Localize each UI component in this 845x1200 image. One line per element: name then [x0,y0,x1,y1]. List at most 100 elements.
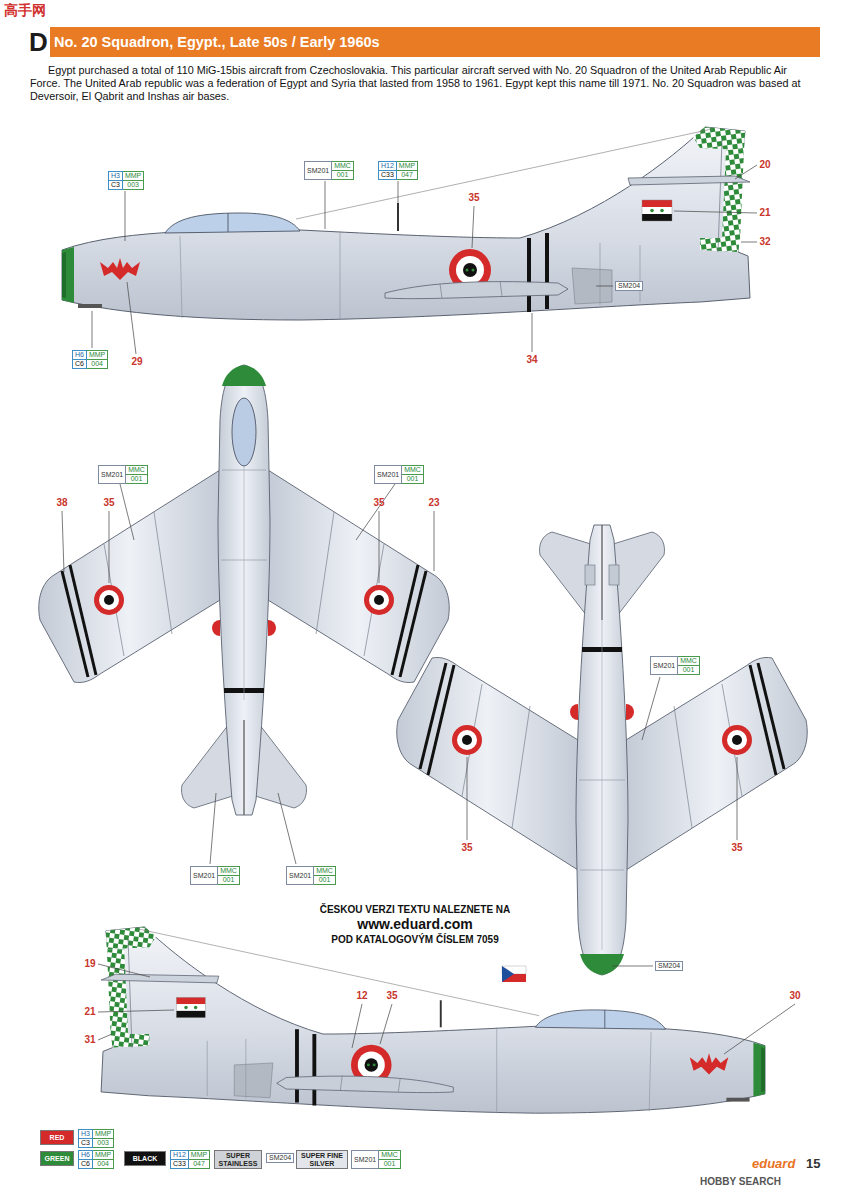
page-title: No. 20 Squadron, Egypt., Late 50s / Earl… [54,34,380,50]
bottom-centreline [602,600,603,950]
callout-number: 38 [56,497,67,508]
paint-code: C6 [72,360,87,369]
drawing-part [724,1004,795,1054]
czech-note-line: www.eduard.com [265,916,565,933]
czech-flag [502,966,526,982]
callout-number: 19 [84,958,95,969]
callout-number: 21 [84,1006,95,1018]
paint-code: 001 [218,876,240,885]
callout-number: 35 [731,842,742,854]
callout-number: 20 [759,159,770,170]
paint-code: SM204 [616,282,642,290]
paint-code: 001 [314,876,336,885]
paint-code-box: SM201MMC001 [190,866,240,885]
intro-text: Egypt purchased a total of 110 MiG-15bis… [30,64,815,103]
callout-number: 35 [103,497,114,508]
paint-code: SM201 [190,866,218,885]
czech-note: ČESKOU VERZI TEXTU NALEZNETE NAwww.eduar… [265,903,565,946]
paint-code: H3 [78,1129,93,1139]
airbrake [585,565,595,585]
legend-swatch: RED [40,1130,74,1145]
callout-number: 21 [84,1006,95,1017]
czech-note-line: POD KATALOGOVÝM ČÍSLEM 7059 [265,933,565,946]
callout-number: 35 [373,497,384,508]
legend-text: SUPER FINE SILVER [299,1152,345,1168]
paint-code-box: SM201MMC001 [304,161,354,180]
drawing-part [325,181,326,229]
legend-swatch: BLACK [124,1151,166,1166]
drawing-part [737,757,738,840]
paint-code-box: H6MMPC6004 [72,350,108,369]
paint-code: H12 [378,161,397,171]
top-view [39,365,449,815]
watermark: 高手网 [4,2,46,18]
drawing-part [98,964,150,977]
side-view-right [101,927,765,1113]
paint-code-box: H3MMPC3003 [78,1129,114,1148]
paint-code: SM201 [650,656,678,675]
drawing-part [92,311,93,348]
callout-number: 34 [526,354,537,366]
callout-number: 35 [103,497,114,509]
callout-number: 38 [56,497,67,509]
callout-number: 35 [386,990,397,1002]
czech-note-line: ČESKOU VERZI TEXTU NALEZNETE NA [265,903,565,916]
callout-number: 20 [759,159,770,171]
paint-code: H3 [108,171,123,181]
paint-code: C33 [378,171,397,180]
paint-code-box: SM204 [615,281,643,291]
paint-code: SM201 [351,1150,379,1169]
page-number: 15 [806,1156,820,1171]
callout-number: 19 [84,958,95,970]
callout-number: 30 [789,990,800,1002]
legend-text: RED [50,1134,65,1142]
intro-text: Egypt purchased a total of 110 MiG-15bis… [30,64,800,102]
callout-number: 12 [356,990,367,1001]
paint-code: MMC [314,866,336,876]
plate-letter: D [29,27,48,57]
callout-number: 35 [731,842,742,853]
paint-code: SM201 [98,465,126,484]
paint-code: SM201 [286,866,314,885]
paint-code: 001 [126,475,148,484]
side-view-left [62,127,750,320]
paint-code: C33 [170,1160,189,1169]
drawing-part [352,1004,362,1048]
drawing-part [434,511,435,571]
paint-code: MMP [93,1150,114,1160]
drawing-part [379,511,380,583]
paint-code: 047 [397,171,418,180]
paint-code: C6 [78,1160,93,1169]
drawing-part [674,211,757,213]
top-spine [244,466,245,700]
paint-code: MMP [123,171,144,181]
drawing-part [120,484,134,540]
page-number: 15 [806,1156,820,1171]
callout-number: 23 [428,497,439,508]
paint-code-box: SM201MMC001 [374,465,424,484]
callout-number: 23 [428,497,439,509]
paint-code: 001 [379,1160,401,1169]
paint-code: MMC [678,656,700,666]
paint-code: H12 [170,1150,189,1160]
drawing-part [741,242,757,243]
airbrake [609,565,619,585]
paint-code: 003 [93,1139,114,1148]
paint-code-box: H6MMPC6004 [78,1150,114,1169]
drawing-part [472,206,474,248]
drawing-part [735,165,757,179]
callout-number: 34 [526,354,537,365]
legend-swatch: SUPER STAINLESS [214,1150,262,1169]
legend-text: SUPER STAINLESS [217,1152,259,1168]
drawing-part [502,966,514,982]
drawing-part [532,313,533,352]
legend-text: GREEN [45,1155,70,1163]
drawing-part [380,1004,392,1044]
watermark: HOBBY SEARCH [700,1176,781,1187]
paint-code-box: SM201MMC001 [351,1150,401,1169]
paint-code: H6 [72,350,87,360]
callout-number: 35 [386,990,397,1001]
paint-code: 047 [189,1160,210,1169]
drawing-part [62,511,64,572]
